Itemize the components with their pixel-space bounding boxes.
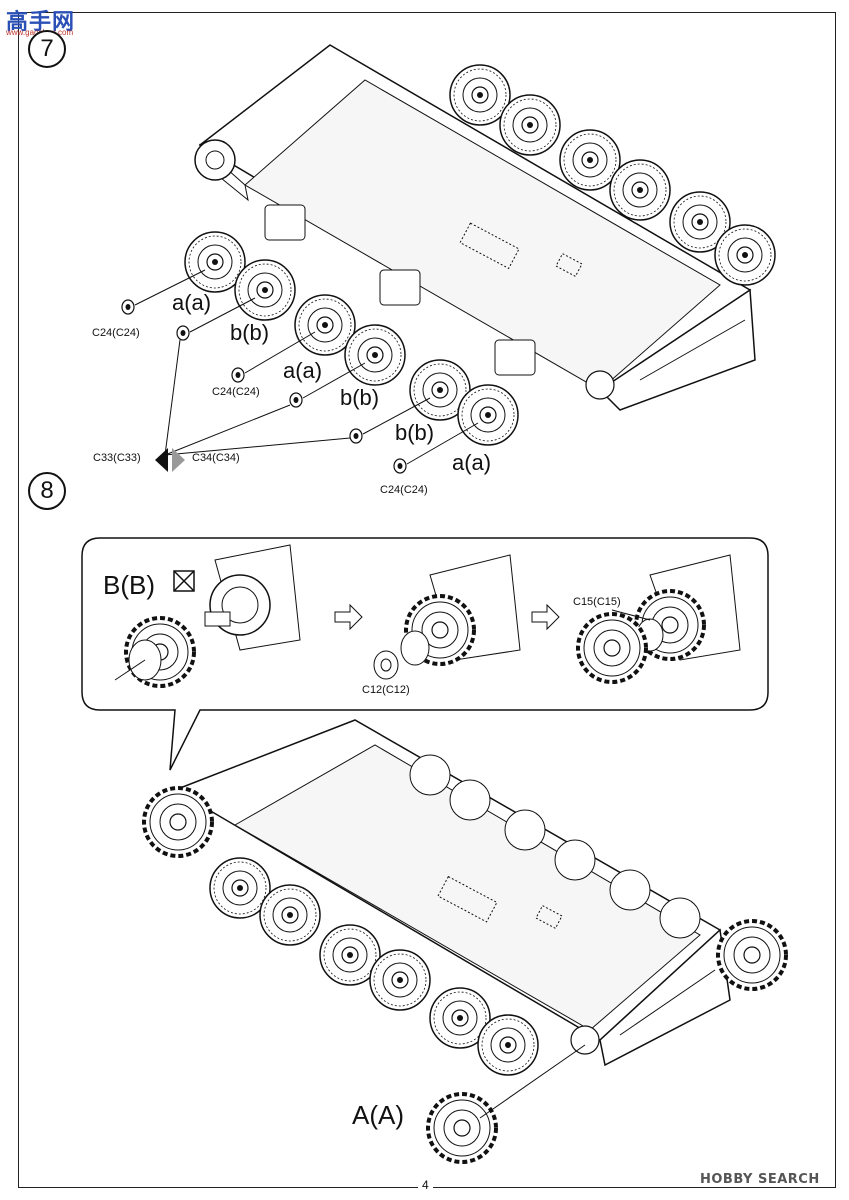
- step-number-7: 7: [28, 30, 66, 68]
- label-b-b-1: b(b): [230, 320, 270, 345]
- label-a-a-3: a(a): [452, 450, 492, 475]
- step7-leaders: [134, 269, 479, 465]
- label-c33: C33(C33): [93, 452, 141, 464]
- step8-flow-arrows: [334, 603, 560, 631]
- label-c24-1: C24(C24): [92, 327, 140, 339]
- label-c24-3: C24(C24): [380, 484, 428, 496]
- step8-detail-2: [373, 554, 521, 680]
- label-c24-2: C24(C24): [212, 386, 260, 398]
- step8-far-wheels: [409, 754, 788, 991]
- step8-detail-1: [114, 544, 301, 688]
- page-number: 4: [418, 1178, 433, 1192]
- hobby-search-logo: HOBBY SEARCH: [700, 1172, 820, 1187]
- label-c34: C34(C34): [192, 452, 240, 464]
- label-c12: C12(C12): [362, 684, 410, 696]
- step-number-8: 8: [28, 472, 66, 510]
- step8-road-wheels: [142, 786, 586, 1164]
- step8-hull: [173, 719, 731, 1067]
- label-a-a-1: a(a): [172, 290, 212, 315]
- label-b-b: B(B): [103, 570, 155, 600]
- label-c15: C15(C15): [573, 596, 621, 608]
- label-a-a-2: a(a): [283, 358, 323, 383]
- step7-suspension: [264, 204, 536, 376]
- label-b-b-3: b(b): [395, 420, 435, 445]
- step7-c33-c34-marker: [155, 448, 185, 472]
- step7-hull: [194, 44, 756, 411]
- step8-detail-3: [576, 554, 741, 684]
- label-a-a: A(A): [352, 1100, 404, 1130]
- label-b-b-2: b(b): [340, 385, 380, 410]
